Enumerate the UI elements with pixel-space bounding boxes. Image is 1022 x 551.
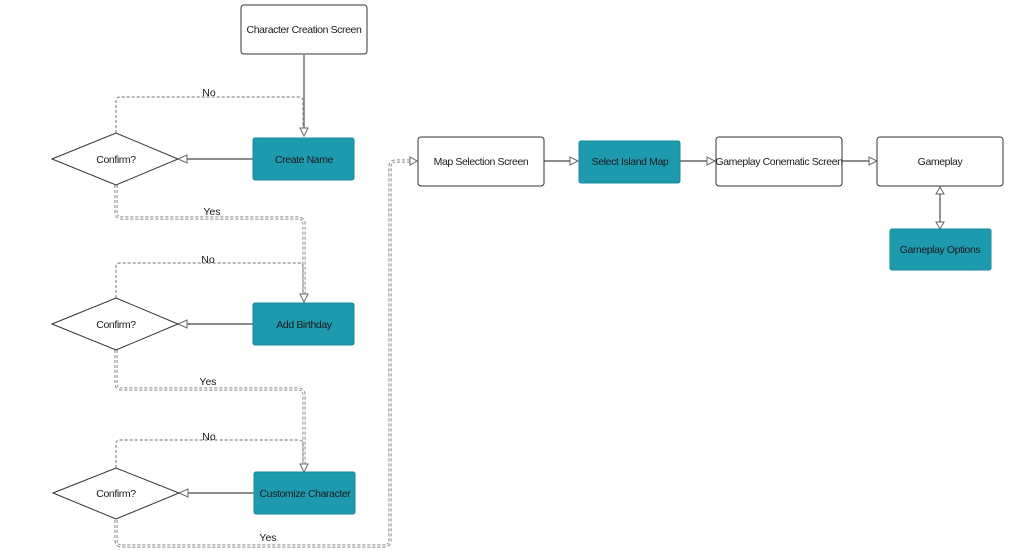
node-confirm-2-label: Confirm? [96, 319, 136, 331]
node-character-creation-screen: Character Creation Screen [240, 4, 368, 55]
node-confirm-2: Confirm? [50, 297, 180, 351]
node-confirm-3-label: Confirm? [96, 488, 136, 500]
node-select-island-map-label: Select Island Map [592, 156, 669, 168]
arrowhead-map-selection [409, 156, 419, 166]
node-gameplay-options: Gameplay Options [889, 228, 992, 271]
edge-yes-3-inner [115, 160, 410, 547]
node-confirm-1: Confirm? [50, 132, 180, 186]
node-map-selection-label: Map Selection Screen [434, 156, 529, 168]
edge-label-yes-2: Yes [199, 376, 216, 388]
arrowhead-create-name [299, 127, 309, 138]
node-gameplay-label: Gameplay [918, 156, 964, 168]
edge-label-yes-3: Yes [259, 532, 276, 544]
edge-label-no-2: No [201, 254, 215, 266]
node-confirm-3: Confirm? [51, 467, 181, 520]
arrowhead-gameplay [868, 156, 879, 166]
edge-label-yes-1: Yes [203, 206, 220, 218]
arrowhead-confirm-2 [176, 319, 188, 329]
arrowhead-confirm-1 [176, 154, 188, 164]
node-create-name: Create Name [252, 137, 355, 181]
arrowhead-add-birthday [299, 293, 309, 304]
node-gameplay-cinematic-screen: Gameplay Conematic Screen [715, 136, 844, 187]
arrowhead-confirm-3 [177, 488, 189, 498]
arrowhead-gameplay-options [935, 221, 945, 231]
arrowhead-cinematic [706, 156, 717, 166]
node-confirm-1-label: Confirm? [96, 154, 136, 166]
node-create-name-label: Create Name [275, 154, 334, 166]
edge-yes-1 [114, 185, 306, 296]
edge-label-no-1: No [202, 87, 216, 99]
arrowhead-island [569, 156, 580, 166]
node-add-birthday-label: Add Birthday [276, 319, 332, 331]
arrowhead-customize [299, 463, 309, 474]
arrowhead-gameplay-up [935, 185, 945, 195]
node-gameplay: Gameplay [876, 136, 1004, 187]
edge-label-no-3: No [202, 431, 216, 443]
edge-no-1 [115, 96, 304, 133]
edge-yes-1-inner [115, 185, 305, 296]
edge-yes-2-inner [115, 350, 305, 464]
edge-no-2 [115, 262, 304, 298]
node-character-creation-label: Character Creation Screen [247, 24, 362, 36]
node-select-island-map: Select Island Map [578, 140, 681, 184]
node-add-birthday: Add Birthday [252, 302, 355, 346]
node-customize-character-label: Customize Character [259, 488, 351, 500]
edge-yes-2 [114, 350, 306, 464]
node-gameplay-cinematic-label: Gameplay Conematic Screen [715, 156, 843, 168]
node-gameplay-options-label: Gameplay Options [900, 244, 981, 256]
node-customize-character: Customize Character [253, 471, 356, 515]
node-map-selection-screen: Map Selection Screen [417, 136, 545, 187]
edge-no-3 [115, 439, 304, 468]
